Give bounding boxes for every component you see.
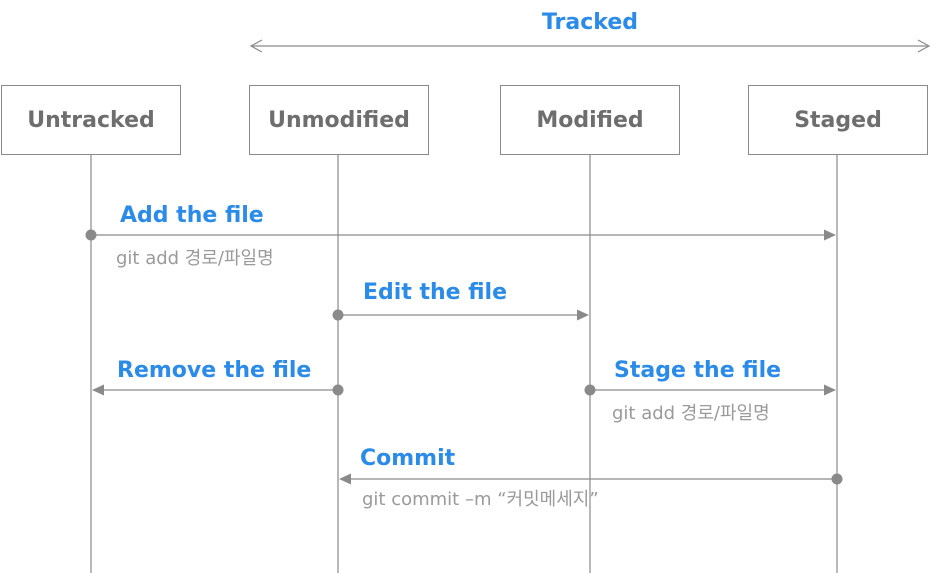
transition-command-commit: git commit –m “커밋메세지” xyxy=(362,489,599,510)
transition-label-stage: Stage the file xyxy=(614,358,782,383)
transition-label-commit: Commit xyxy=(360,446,456,471)
tracked-span-arrow xyxy=(249,39,931,53)
transition-label-add: Add the file xyxy=(120,203,264,228)
arrow-remove-the-file xyxy=(92,384,344,396)
transition-command-add: git add 경로/파일명 xyxy=(116,248,274,269)
state-staged: Staged xyxy=(748,85,928,155)
arrow-commit xyxy=(339,473,843,485)
state-untracked: Untracked xyxy=(1,85,181,155)
state-unmodified: Unmodified xyxy=(249,85,429,155)
arrow-edit-the-file xyxy=(332,309,589,321)
arrow-stage-the-file xyxy=(584,384,836,396)
transition-command-stage: git add 경로/파일명 xyxy=(612,403,770,424)
state-modified: Modified xyxy=(500,85,680,155)
transition-label-remove: Remove the file xyxy=(117,358,312,383)
arrow-add-the-file xyxy=(85,229,836,241)
tracked-label: Tracked xyxy=(541,10,639,35)
transition-label-edit: Edit the file xyxy=(363,280,508,305)
